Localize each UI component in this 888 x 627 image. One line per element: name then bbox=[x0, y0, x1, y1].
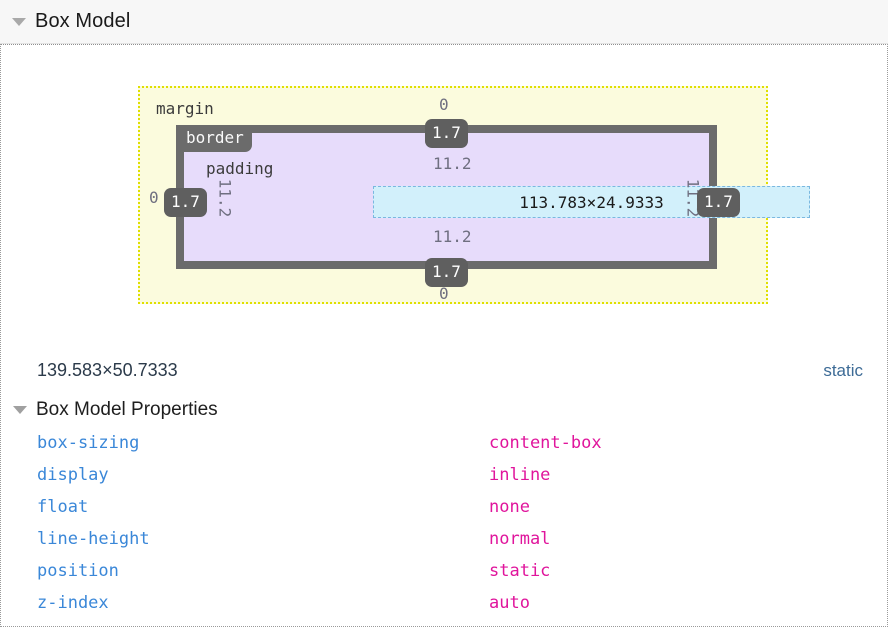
property-value[interactable]: none bbox=[489, 497, 530, 517]
table-row[interactable]: line-height normal bbox=[1, 529, 888, 561]
property-name[interactable]: float bbox=[37, 497, 89, 517]
border-label: border bbox=[176, 125, 252, 152]
box-model-properties-header[interactable]: Box Model Properties bbox=[13, 399, 218, 421]
margin-bottom-value[interactable]: 0 bbox=[439, 284, 449, 303]
padding-top-value[interactable]: 11.2 bbox=[433, 154, 472, 173]
element-size-label: 139.583×50.7333 bbox=[37, 360, 178, 380]
property-name[interactable]: line-height bbox=[37, 529, 150, 549]
padding-left-value[interactable]: 11.2 bbox=[215, 178, 235, 218]
margin-left-value[interactable]: 0 bbox=[149, 188, 159, 207]
box-model-properties-title: Box Model Properties bbox=[36, 399, 218, 420]
box-model-summary: 139.583×50.7333 static bbox=[1, 360, 888, 388]
border-bottom-value[interactable]: 1.7 bbox=[425, 258, 468, 287]
border-left-value[interactable]: 1.7 bbox=[164, 188, 207, 217]
property-value[interactable]: auto bbox=[489, 593, 530, 613]
property-name[interactable]: display bbox=[37, 465, 109, 485]
triangle-down-icon[interactable] bbox=[13, 406, 27, 414]
page-title: Box Model bbox=[35, 10, 131, 32]
triangle-down-icon[interactable] bbox=[12, 17, 26, 26]
box-model-properties-list: box-sizing content-box display inline fl… bbox=[1, 433, 888, 625]
box-model-panel-header[interactable]: Box Model bbox=[0, 0, 888, 44]
property-value[interactable]: content-box bbox=[489, 433, 602, 453]
property-value[interactable]: static bbox=[489, 561, 551, 581]
table-row[interactable]: display inline bbox=[1, 465, 888, 497]
table-row[interactable]: position static bbox=[1, 561, 888, 593]
margin-label: margin bbox=[156, 99, 214, 118]
table-row[interactable]: float none bbox=[1, 497, 888, 529]
property-value[interactable]: inline bbox=[489, 465, 551, 485]
property-name[interactable]: box-sizing bbox=[37, 433, 140, 453]
content-region[interactable]: 113.783×24.9333 bbox=[373, 186, 810, 218]
box-model-content: margin 0 0 0 0 border padding 113.783×24… bbox=[0, 44, 888, 627]
content-size-label: 113.783×24.9333 bbox=[519, 192, 664, 212]
padding-bottom-value[interactable]: 11.2 bbox=[433, 227, 472, 246]
table-row[interactable]: z-index auto bbox=[1, 593, 888, 625]
property-name[interactable]: position bbox=[37, 561, 119, 581]
property-value[interactable]: normal bbox=[489, 529, 551, 549]
border-top-value[interactable]: 1.7 bbox=[425, 119, 468, 148]
box-model-diagram: margin 0 0 0 0 border padding 113.783×24… bbox=[138, 86, 810, 304]
margin-top-value[interactable]: 0 bbox=[439, 95, 449, 114]
property-name[interactable]: z-index bbox=[37, 593, 109, 613]
element-position-label: static bbox=[823, 361, 863, 380]
padding-label: padding bbox=[206, 159, 274, 178]
border-right-value[interactable]: 1.7 bbox=[697, 188, 740, 217]
table-row[interactable]: box-sizing content-box bbox=[1, 433, 888, 465]
